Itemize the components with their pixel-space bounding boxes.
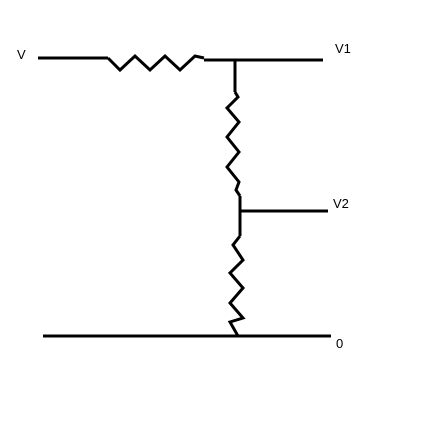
ground-label: 0 (336, 336, 343, 351)
v1-label: V1 (335, 41, 351, 56)
lower-shunt-resistor (227, 235, 246, 337)
input-voltage-label: V (17, 47, 26, 62)
v2-label: V2 (333, 196, 349, 211)
series-resistor (106, 53, 205, 73)
upper-shunt-resistor (224, 91, 242, 197)
